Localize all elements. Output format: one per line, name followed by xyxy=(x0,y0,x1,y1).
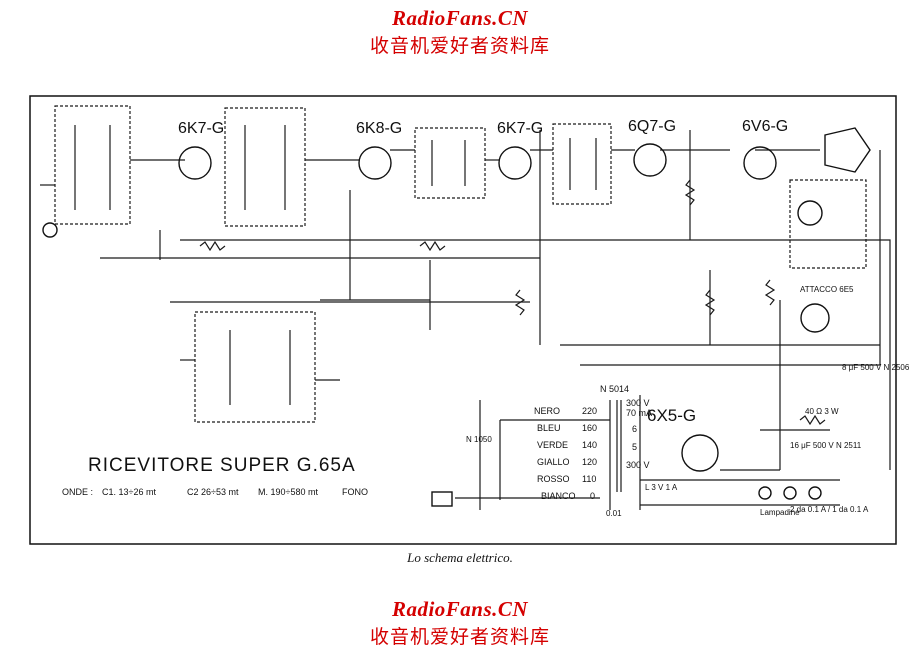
watermark-title: RadioFans.CN xyxy=(391,597,529,621)
tap-value: 110 xyxy=(582,474,596,484)
secondary-label: 70 mA xyxy=(626,408,652,418)
capacitor-label: 8 μF 500 V N 2506 xyxy=(842,363,910,372)
tap-value: 120 xyxy=(582,457,597,467)
secondary-label: 300 V xyxy=(626,460,650,470)
figure-caption: Lo schema elettrico. xyxy=(407,550,513,565)
tap-color: BIANCO xyxy=(541,491,576,501)
watermark-subtitle: 收音机爱好者资料库 xyxy=(369,626,550,648)
capacitor-label: 0.01 xyxy=(606,509,622,518)
tube-5 xyxy=(743,146,777,180)
transformer-labels: N 5014 NERO 220 BLEU 160 VERDE 140 GIALL… xyxy=(534,384,652,501)
tube-1 xyxy=(178,146,212,180)
switch-code-label: N 1050 xyxy=(466,435,492,444)
tube-label: 6Q7-G xyxy=(628,118,676,135)
tap-color: ROSSO xyxy=(537,474,570,484)
tube-2 xyxy=(358,146,392,180)
secondary-label: 300 V xyxy=(626,398,650,408)
tube-symbols xyxy=(42,127,871,507)
component-labels: ATTACCO 6E5 Lampadine L 3 V 1 A 2 da 0.1… xyxy=(466,285,910,518)
mains-plug xyxy=(431,491,453,507)
tube-label: 6X5-G xyxy=(647,406,696,425)
tube-3 xyxy=(498,146,532,180)
band-label: FONO xyxy=(342,487,368,497)
tap-color: VERDE xyxy=(537,440,568,450)
eye-tube-socket xyxy=(800,303,830,333)
tube-label: 6K8-G xyxy=(356,120,402,137)
lampadine-label: Lampadine xyxy=(760,508,800,517)
title-block: RICEVITORE SUPER G.65A ONDE : C1. 13÷26 … xyxy=(62,455,368,497)
watermark-subtitle: 收音机爱好者资料库 xyxy=(369,35,550,57)
tap-color: BLEU xyxy=(537,423,561,433)
tube-label: 6K7-G xyxy=(497,120,543,137)
lamp-count-label: 2 da 0.1 A / 1 da 0.1 A xyxy=(790,505,869,514)
tube-4 xyxy=(633,143,667,177)
band-label: C1. 13÷26 mt xyxy=(102,487,156,497)
tap-value: 0 xyxy=(590,491,595,501)
capacitor-label: 16 μF 500 V N 2511 xyxy=(790,441,862,450)
tap-color: GIALLO xyxy=(537,457,570,467)
tube-6 xyxy=(681,434,719,472)
resistor-label: 40 Ω 3 W xyxy=(805,407,839,416)
tap-value: 140 xyxy=(582,440,597,450)
tap-value: 160 xyxy=(582,423,597,433)
tap-value: 220 xyxy=(582,406,597,416)
band-label: C2 26÷53 mt xyxy=(187,487,239,497)
schematic-frame xyxy=(29,95,897,545)
attacco-label: ATTACCO 6E5 xyxy=(800,285,854,294)
wiring xyxy=(40,105,891,510)
band-label: M. 190÷580 mt xyxy=(258,487,318,497)
lamp-spec-label: L 3 V 1 A xyxy=(645,483,678,492)
speaker-plug xyxy=(824,127,871,173)
watermark-title: RadioFans.CN xyxy=(391,6,529,30)
secondary-label: 6 xyxy=(632,424,637,434)
tap-color: NERO xyxy=(534,406,560,416)
tube-label: 6V6-G xyxy=(742,118,788,135)
onde-label: ONDE : xyxy=(62,487,93,497)
receiver-title: RICEVITORE SUPER G.65A xyxy=(88,455,356,476)
secondary-label: 5 xyxy=(632,442,637,452)
tube-label: 6K7-G xyxy=(178,120,224,137)
transformer-code: N 5014 xyxy=(600,384,629,394)
tube-labels: 6K7-G 6K8-G 6K7-G 6Q7-G 6V6-G 6X5-G xyxy=(178,118,788,425)
